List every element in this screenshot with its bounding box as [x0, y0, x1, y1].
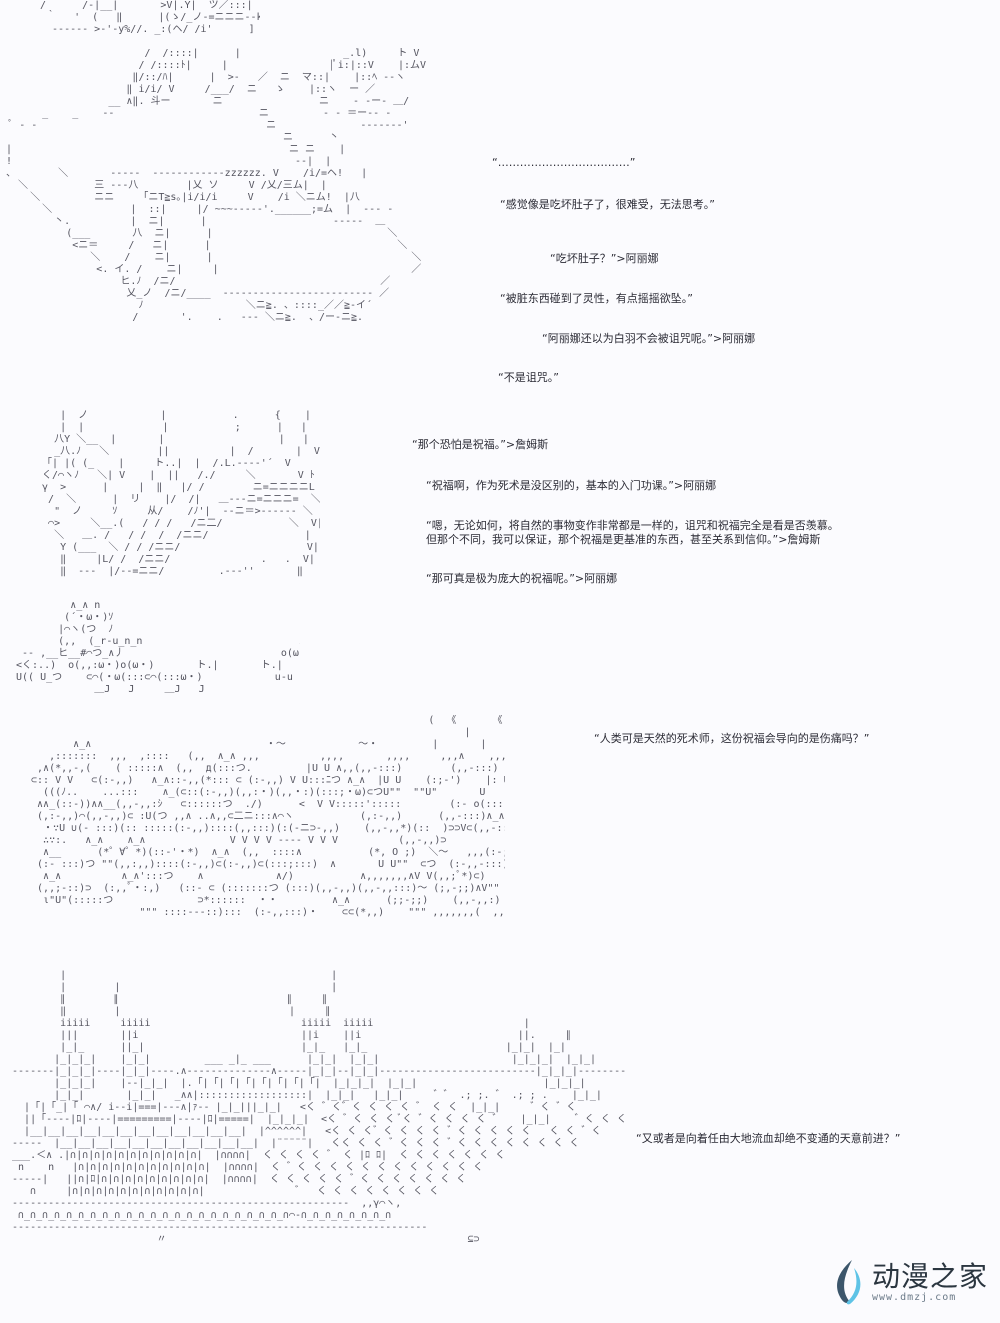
ascii-art-figure-in-cup: / /::::| | _.l) ト V / /::::ﾄ| | |ﾟi:|::V… [6, 48, 427, 323]
watermark-url: www.dmzj.com [871, 1291, 957, 1303]
dialogue-line: “………………………………” [492, 156, 636, 169]
dialogue-line: “嗯，无论如何，将自然的事物变作非常都是一样的，诅咒和祝福完全是看是否羡慕。 [426, 519, 839, 532]
ascii-art-top: / /‐|__| >V|.Y| ツ／:::| V ｀ ' ( ‖ |(ゝ/_ノ‐… [40, 0, 260, 35]
ascii-art-small-cats: ∧_∧ n (´・ω・)ｿ |⌒ヽ(つ ﾉ (,, (_r‐u_n_n ∧_∧ … [16, 600, 300, 695]
dialogue-line: “人类可是天然的死术师，这份祝福会导向的是伤痛吗？” [594, 732, 870, 745]
ascii-art-castle: | | | | | ∥ ∥ ∥ ∥ ‖ | [12, 970, 626, 1245]
dialogue-line: “不是诅咒。” [498, 371, 559, 384]
dialogue-line: “那个恐怕是祝福。”>詹姆斯 [412, 438, 549, 451]
ascii-art-robed-figure: | ノ | . { | | ト ＼ | | | ; | | | | | 八Y ＼… [42, 410, 320, 577]
ascii-art-crowd: ( 《 《 《 | | | ∧_∧ ・～ ～・ | | | [31, 715, 505, 918]
dialogue-line: “阿丽娜还以为白羽不会被诅咒呢。”>阿丽娜 [542, 332, 756, 345]
dialogue-line: 但那个不同，我可以保证，那个祝福是更基准的东西，甚至关系到信仰。”>詹姆斯 [426, 533, 821, 546]
dialogue-line: “感觉像是吃坏肚子了，很难受，无法思考。” [500, 198, 715, 211]
watermark-title: 动漫之家 [871, 1259, 988, 1293]
watermark: 动漫之家 www.dmzj.com [830, 1257, 988, 1307]
dialogue-line: “那可真是极为庞大的祝福呢。”>阿丽娜 [426, 572, 618, 585]
dialogue-line: “祝福啊，作为死术是没区别的，基本的入门功课。”>阿丽娜 [426, 479, 717, 492]
dialogue-line: “被脏东西碰到了灵性，有点摇摇欲坠。” [500, 292, 693, 305]
dialogue-line: “吃坏肚子？”>阿丽娜 [550, 252, 659, 265]
flame-leaf-icon [837, 1260, 861, 1305]
dialogue-line: “又或者是向着任由大地流血却绝不变通的天意前进？” [636, 1132, 901, 1145]
